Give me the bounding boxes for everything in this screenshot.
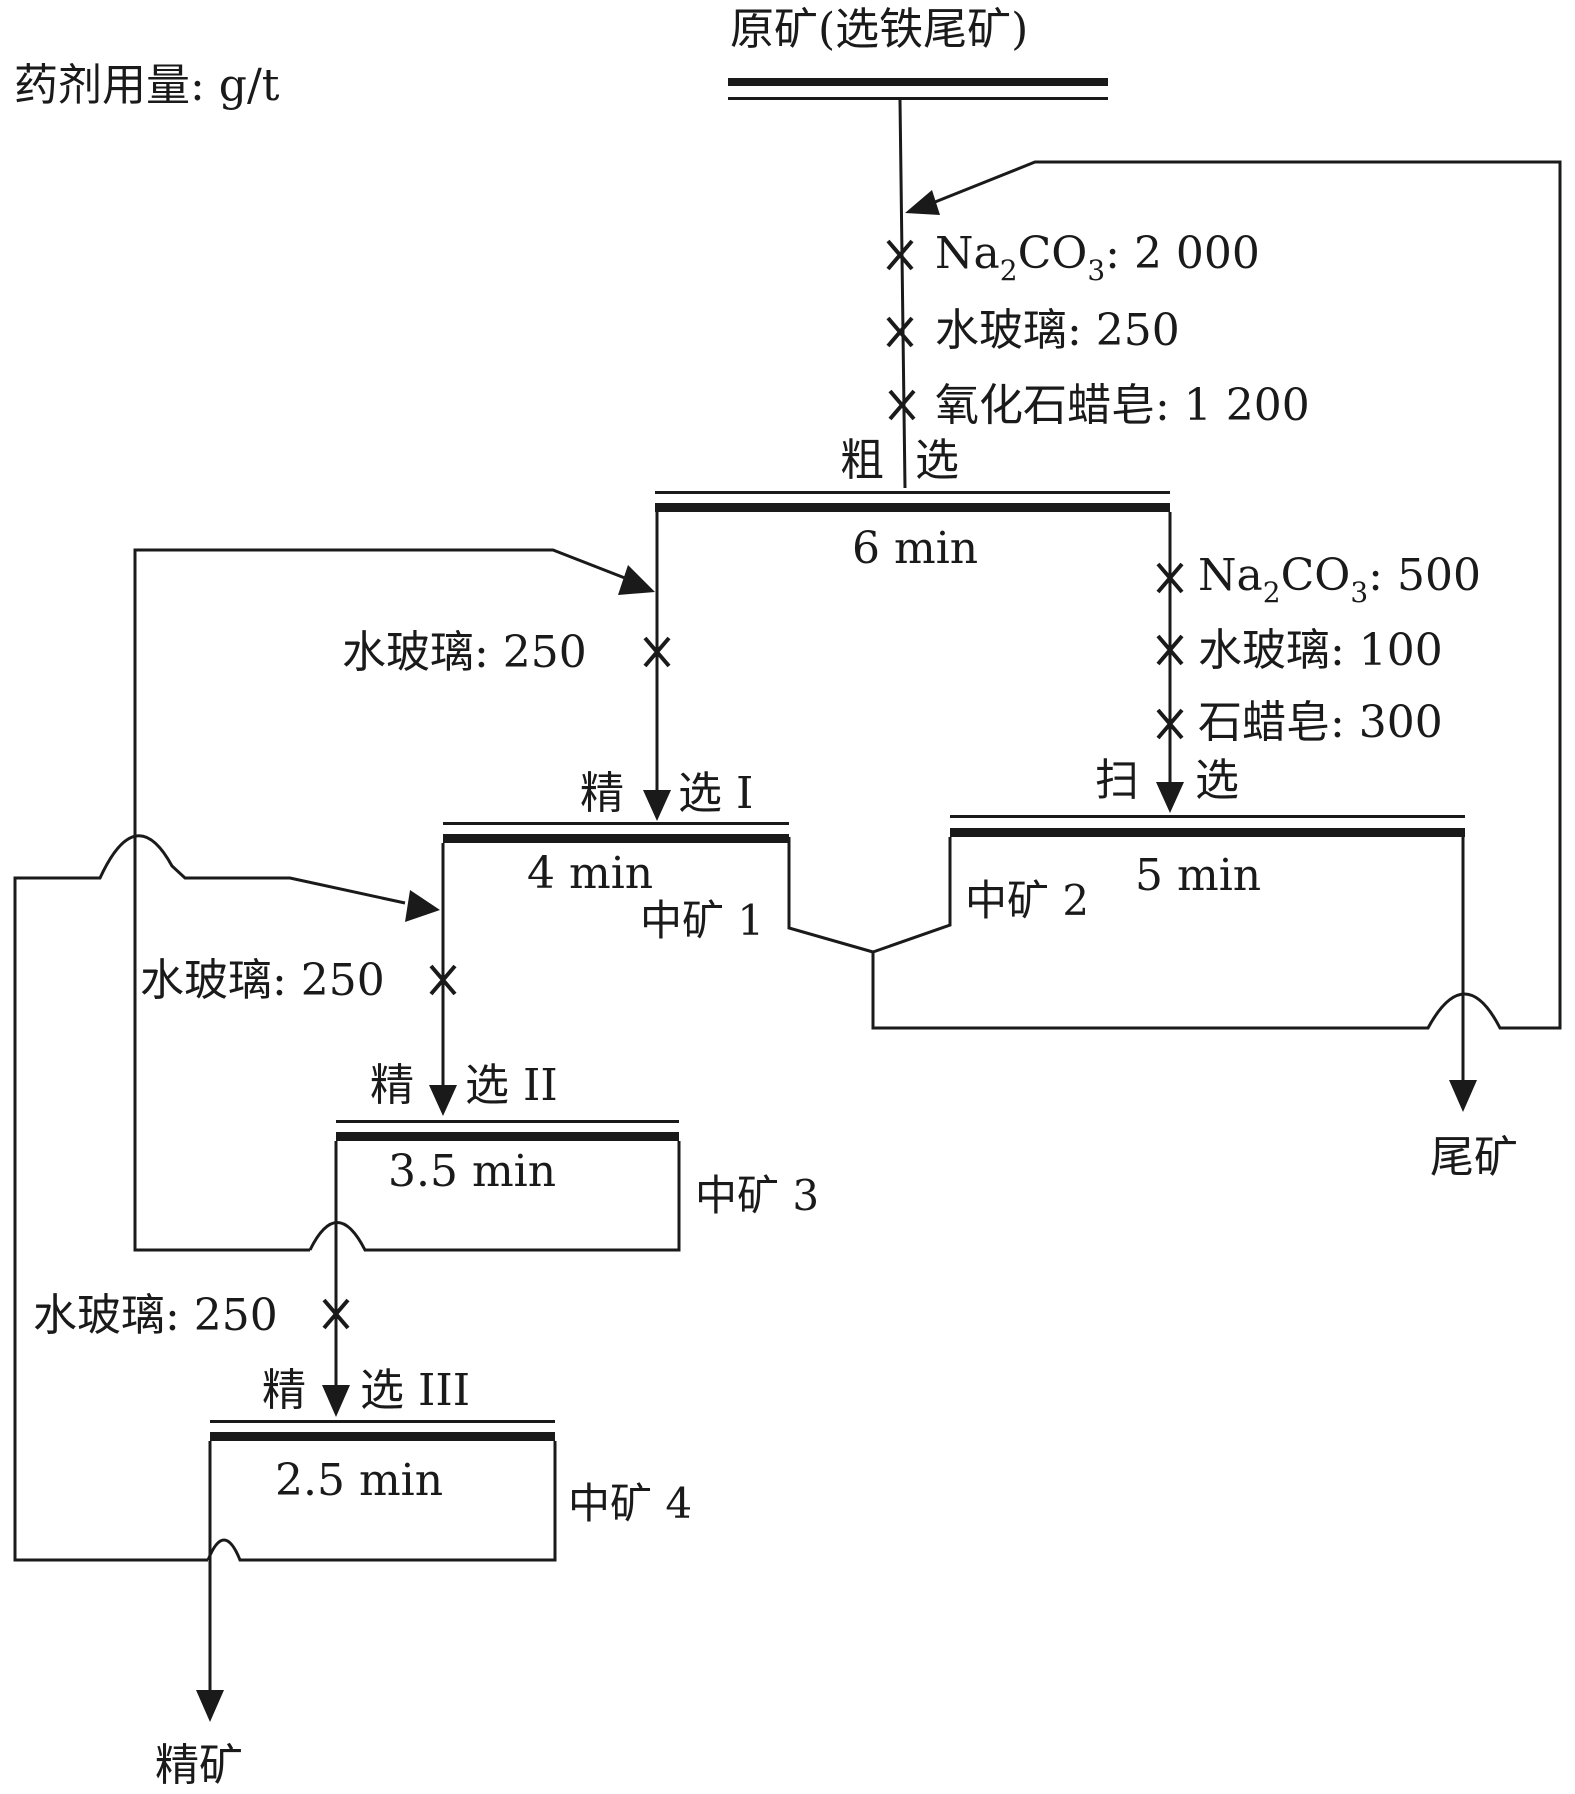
tailings-arrow: [1449, 1080, 1477, 1112]
middling4-recycle-line: [13, 834, 406, 1562]
reagent-add-mark: [886, 316, 914, 348]
middling3-line: [308, 1141, 681, 1252]
middling2-label: 中矿 2: [965, 876, 1089, 925]
reagent-add-mark: [1156, 562, 1184, 594]
rougher-label-a: 粗: [840, 435, 884, 486]
scavenger-time: 5 min: [1135, 850, 1261, 901]
reagent-add-mark: [1156, 708, 1184, 740]
cleaner1-bar: [443, 834, 789, 843]
scavenger-recycle-arrow: [905, 190, 940, 215]
cleaner1-bar-thin: [443, 822, 789, 825]
cleaner2-label-b: 选 II: [465, 1060, 558, 1111]
rougher-concentrate-arrow: [643, 790, 671, 821]
middling4-label: 中矿 4: [568, 1479, 692, 1528]
feed-label: 原矿(选铁尾矿): [730, 4, 1028, 55]
scavenger-reagent-water-glass: 水玻璃: 100: [1198, 625, 1443, 676]
reagent-add-mark: [643, 636, 671, 668]
cleaner2-reagent: 水玻璃: 250: [140, 955, 385, 1006]
scavenger-bar: [950, 828, 1465, 837]
reagent-add-mark: [888, 389, 916, 421]
scavenger-reagent-marks: [1156, 562, 1184, 740]
reagent-add-mark: [1156, 634, 1184, 666]
middling3-recycle-arrow: [618, 565, 655, 595]
cleaner3-label-a: 精: [262, 1365, 306, 1416]
cleaner3-bar: [210, 1432, 555, 1441]
cleaner3-time: 2.5 min: [275, 1455, 443, 1506]
cleaner1-label-a: 精: [580, 768, 624, 819]
rougher-time: 6 min: [852, 523, 978, 574]
cleaner2-bar: [336, 1132, 679, 1141]
middling-combined-line: [871, 952, 1520, 1030]
rougher-label-b: 选: [915, 435, 959, 486]
cleaner1-reagent: 水玻璃: 250: [342, 627, 587, 678]
cleaner2-label-a: 精: [370, 1060, 414, 1111]
rougher-reagent-water-glass: 水玻璃: 250: [935, 305, 1180, 356]
middling3-recycle-line: [133, 548, 631, 1252]
scavenger-label-b: 选: [1195, 755, 1239, 806]
cleaner2-bar-thin: [336, 1120, 679, 1123]
scavenger-reagent-paraffin-soap: 石蜡皂: 300: [1198, 697, 1443, 748]
middling1-label: 中矿 1: [640, 896, 764, 945]
scavenger-recycle-line: [924, 160, 1562, 1030]
middling4-recycle-arrow: [405, 890, 440, 922]
cleaner2-time: 3.5 min: [388, 1146, 556, 1197]
cleaner3-bar-thin: [210, 1420, 555, 1423]
cleaner1-label-b: 选 I: [678, 768, 753, 819]
scavenger-reagent-na2co3: Na2CO3: 500: [1198, 550, 1481, 609]
concentrate-arrow: [196, 1690, 224, 1722]
reagent-add-mark: [429, 964, 457, 996]
rougher-reagent-na2co3: Na2CO3: 2 000: [935, 228, 1260, 287]
tailings-label: 尾矿: [1430, 1132, 1518, 1183]
reagent-add-mark: [322, 1298, 350, 1330]
cleaner2-concentrate-arrow: [322, 1385, 350, 1417]
reagent-add-mark: [886, 239, 914, 271]
rougher-tailings-arrow: [1156, 782, 1184, 813]
cleaner1-concentrate-arrow: [429, 1085, 457, 1116]
rougher-reagent-marks: [886, 239, 916, 421]
feed-line: [898, 99, 907, 489]
middling4-line: [206, 1441, 557, 1562]
cleaner3-reagent: 水玻璃: 250: [33, 1290, 278, 1341]
rougher-bar-thin: [655, 491, 1170, 494]
cleaner1-time: 4 min: [527, 848, 653, 899]
middling2-line: [872, 837, 952, 954]
scavenger-bar-thin: [950, 815, 1465, 818]
scavenger-label-a: 扫: [1095, 755, 1139, 806]
rougher-bar: [655, 503, 1170, 512]
feed-bar: [728, 78, 1108, 86]
cleaner3-label-b: 选 III: [360, 1365, 470, 1416]
middling3-label: 中矿 3: [695, 1171, 819, 1220]
concentrate-label: 精矿: [155, 1740, 243, 1791]
rougher-reagent-paraffin-soap: 氧化石蜡皂: 1 200: [935, 380, 1310, 431]
dosage-unit-note: 药剂用量: g/t: [14, 60, 280, 111]
middling1-line: [787, 837, 874, 954]
feed-bar-thin: [728, 97, 1108, 100]
